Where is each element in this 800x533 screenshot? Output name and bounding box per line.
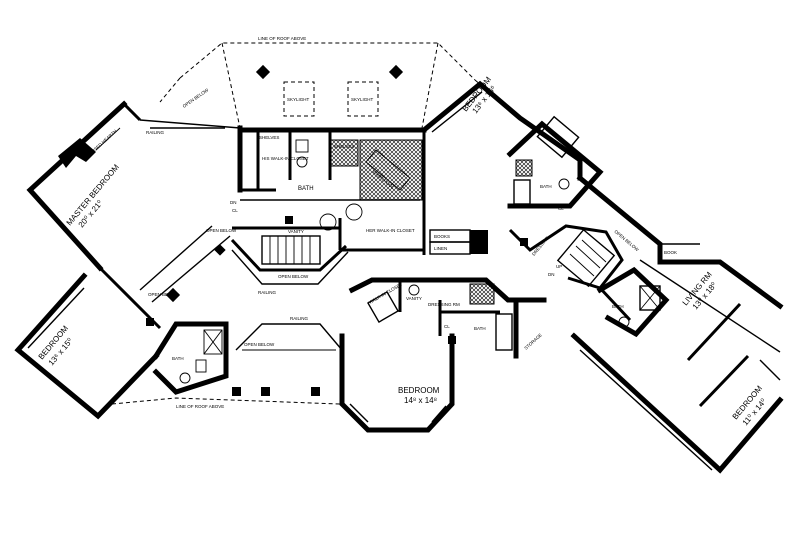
skylight-1 bbox=[283, 81, 315, 117]
open-below-label-4: OPEN BELOW bbox=[278, 274, 309, 279]
railing-label-1: RAILING bbox=[146, 130, 165, 135]
master-bath-walls bbox=[237, 127, 427, 255]
skylight-1-label: SKYLIGHT bbox=[287, 97, 310, 102]
storage-label: STORAGE bbox=[523, 332, 543, 350]
master-vanity-area bbox=[232, 199, 424, 252]
bath-master-label: BATH bbox=[298, 186, 314, 192]
dressing-rm-label: DRESSING RM bbox=[428, 302, 460, 307]
open-below-label-3: OPEN BELOW bbox=[206, 228, 237, 233]
skylight-post-left bbox=[255, 64, 271, 80]
roof-line-top-label: LINE OF ROOF ABOVE bbox=[258, 36, 306, 41]
bedroom-center-size: 14⁸ x 14⁸ bbox=[404, 396, 437, 405]
skylight-2-label: SKYLIGHT bbox=[351, 97, 374, 102]
bookshelf-label: BOOK bbox=[664, 250, 677, 255]
right-wing-walls bbox=[570, 174, 784, 474]
skylight-2 bbox=[347, 81, 379, 117]
open-below-label-5: OPEN BELOW bbox=[244, 342, 275, 347]
roof-line-bottom bbox=[111, 387, 341, 405]
bath-se-label: BATH bbox=[612, 304, 624, 309]
bath-sw-label: BATH bbox=[172, 356, 184, 361]
cl-1-label: CL bbox=[232, 208, 238, 213]
dressing-area bbox=[348, 277, 547, 359]
bath-ne bbox=[506, 115, 604, 209]
fireplace bbox=[58, 138, 96, 168]
bath-se bbox=[596, 266, 670, 338]
open-below-label-1: OPEN BELOW bbox=[182, 87, 210, 109]
his-closet-label: HIS WALK-IN CLOSET bbox=[262, 156, 309, 161]
vanity-center-label: VANITY bbox=[406, 296, 422, 301]
vanity-master-label: VANITY bbox=[288, 229, 304, 234]
sw-corridor bbox=[98, 225, 231, 330]
hearth-line bbox=[95, 127, 121, 151]
cl-2-label: CL bbox=[444, 324, 450, 329]
open-below-label-2: OPEN BELOW bbox=[148, 292, 179, 297]
bath-center-label: BATH bbox=[474, 326, 486, 331]
shelves-2-label: SHELVES bbox=[334, 144, 354, 149]
bath-sw bbox=[152, 321, 229, 395]
bath-ne-label: BATH bbox=[540, 184, 552, 189]
central-stair bbox=[230, 235, 349, 285]
master-window bbox=[39, 131, 97, 183]
bedroom-sw-walls bbox=[14, 272, 160, 420]
linen-label: LINEN bbox=[434, 246, 447, 251]
bedroom-ne-walls bbox=[420, 80, 583, 181]
dn-2-label: DN bbox=[548, 272, 555, 277]
master-bedroom-walls bbox=[26, 100, 243, 272]
bedroom-center-name: BEDROOM bbox=[398, 386, 440, 395]
center-bedroom-walls bbox=[235, 323, 455, 433]
walk-in-closet-label: WALK-IN CLOSET bbox=[368, 281, 403, 304]
shelves-label: SHELVES bbox=[259, 135, 279, 140]
skylight-post-right bbox=[388, 64, 404, 80]
cl-3-label: CL bbox=[558, 206, 564, 211]
up-label: UP bbox=[556, 264, 562, 269]
dn-label: DN bbox=[230, 200, 237, 205]
roof-line-bottom-label: LINE OF ROOF ABOVE bbox=[176, 404, 224, 409]
books-label: BOOKS bbox=[434, 234, 450, 239]
roof-line-top bbox=[159, 42, 521, 129]
her-closet-label: HER WALK-IN CLOSET bbox=[366, 228, 415, 233]
books-linen bbox=[429, 229, 488, 255]
railing-label-3: RAILING bbox=[290, 316, 309, 321]
railing-label-2: RAILING bbox=[258, 290, 277, 295]
